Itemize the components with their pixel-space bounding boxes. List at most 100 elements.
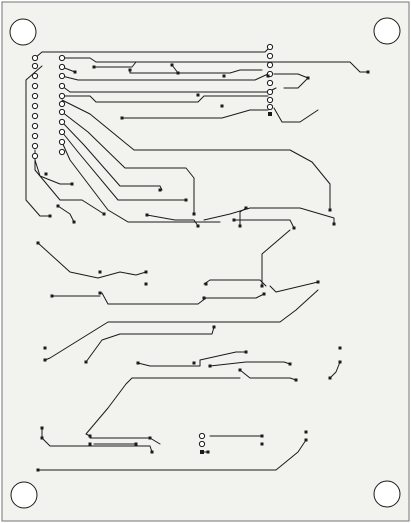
trace [34,159,73,185]
pad-icon [120,116,124,120]
pad-icon [150,450,154,454]
via-icon [266,88,274,96]
pad-icon [204,282,208,286]
trace [203,279,267,287]
via-icon [58,82,66,90]
pad-icon [50,294,54,298]
via-icon [198,440,206,448]
trace [61,95,269,103]
pad-icon [48,214,52,218]
pad-icon [294,378,298,382]
trace [233,219,295,229]
pad-icon [43,346,47,350]
pad-icon [328,376,332,380]
pad-icon [144,282,148,286]
pad-icon [158,188,162,192]
pad-icon [144,270,148,274]
pad-icon [88,434,92,438]
trace [273,73,309,79]
pad-layer [31,43,370,472]
via-icon [58,108,66,116]
trace [269,281,319,293]
pad-icon [268,112,272,116]
pad-icon [244,206,248,210]
trace [61,57,369,73]
trace [203,293,265,299]
pad-icon [288,362,292,366]
mounting-hole-icon [9,18,37,46]
pad-icon [98,291,102,295]
trace [283,77,309,89]
pad-icon [36,241,40,245]
trace [239,369,297,381]
pad-icon [206,450,210,454]
trace [146,214,199,227]
pad-icon [70,182,74,186]
trace [273,107,319,123]
pad-icon [40,436,44,440]
trace [121,109,269,119]
trace [57,205,75,223]
trace [34,46,271,59]
via-icon [266,103,274,111]
pad-icon [306,76,310,80]
trace [93,61,137,68]
via-icon [31,72,39,80]
pad-icon [262,292,266,296]
trace [37,439,307,471]
pad-icon [292,226,296,230]
trace [261,229,291,287]
via-icon [58,63,66,71]
via-icon [266,96,274,104]
pad-icon [202,296,206,300]
via-icon [58,92,66,100]
pad-icon [220,104,224,108]
pad-icon [338,360,342,364]
trace [61,99,331,211]
pad-icon [260,284,264,288]
trace [37,242,147,279]
pad-icon [148,436,152,440]
pad-icon [266,74,270,78]
via-icon [198,432,206,440]
pad-icon [43,358,47,362]
via-icon [58,54,66,62]
trace [101,292,207,305]
pad-icon [366,70,370,74]
via-icon [31,62,39,70]
trace [61,73,269,81]
via-icon [266,52,274,60]
pad-icon [134,442,138,446]
trace [61,111,195,215]
pad-icon [238,224,242,228]
pad-icon [244,350,248,354]
trace [44,289,319,361]
via-icon [31,102,39,110]
pad-icon [84,360,88,364]
pad-icon [222,74,226,78]
via-icon [58,138,66,146]
pad-icon [196,224,200,228]
trace [85,377,241,437]
pad-icon [232,218,236,222]
pad-icon [338,346,342,350]
via-icon [31,112,39,120]
pad-icon [304,430,308,434]
trace-group-top [25,46,369,229]
via-icon [31,142,39,150]
trace [209,361,291,367]
pad-icon [92,65,96,69]
pad-icon [136,361,140,365]
pad-icon [328,208,332,212]
trace [203,207,335,225]
pad-icon [332,222,336,226]
via-icon [58,128,66,136]
pad-icon [260,442,264,446]
via-icon [58,148,66,156]
trace [239,207,247,227]
trace [61,141,221,223]
pad-icon [73,70,77,74]
trace [34,149,105,215]
